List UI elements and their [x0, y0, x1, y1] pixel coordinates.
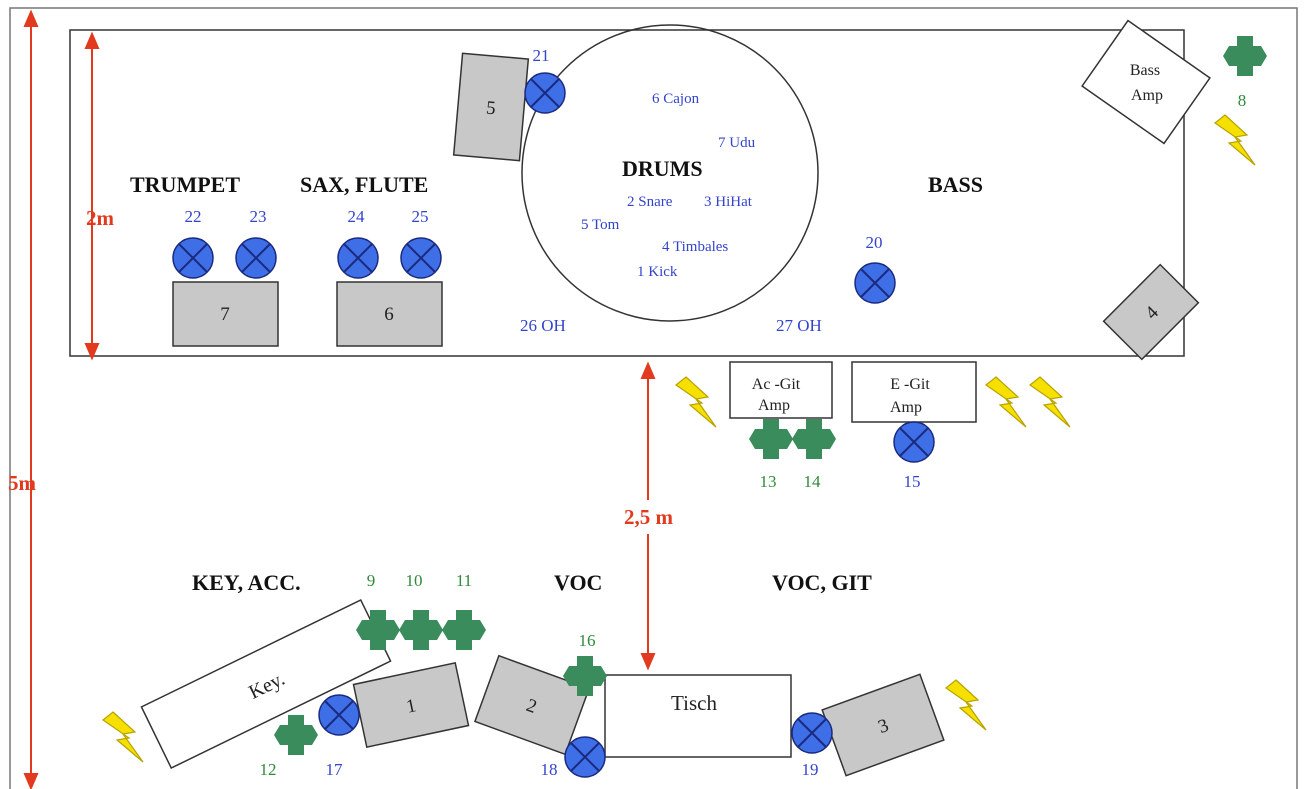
monitor-2: 2 — [473, 654, 591, 756]
bass-amp-label-2: Amp — [1131, 87, 1163, 104]
di-14: 14 — [792, 419, 836, 491]
section-voc-git: VOC, GIT — [772, 570, 872, 595]
drum-cajon: 6 Cajon — [652, 91, 700, 107]
monitor-1: 1 — [352, 661, 470, 749]
drum-overhead-left: 26 OH — [520, 316, 566, 335]
mic-23: 23 — [235, 207, 277, 279]
svg-text:20: 20 — [866, 233, 883, 252]
di-13: 13 — [749, 419, 793, 491]
drum-udu: 7 Udu — [718, 135, 756, 151]
di-11: 11 — [442, 571, 486, 650]
mic-24: 24 — [337, 207, 379, 279]
svg-text:9: 9 — [367, 571, 376, 590]
di-12: 12 — [260, 715, 318, 779]
drum-tom: 5 Tom — [581, 217, 620, 233]
mic-18: 18 — [541, 736, 606, 779]
svg-text:8: 8 — [1238, 91, 1247, 110]
svg-text:Amp: Amp — [890, 399, 922, 416]
mic-15: 15 — [893, 421, 935, 491]
monitor-4: 4 — [1102, 263, 1200, 361]
mic-17: 17 — [318, 694, 360, 779]
di-10: 10 — [399, 571, 443, 650]
svg-text:21: 21 — [533, 46, 550, 65]
bass-amp — [1081, 19, 1211, 145]
svg-text:22: 22 — [185, 207, 202, 226]
section-bass: BASS — [928, 172, 983, 197]
outer-frame — [9, 7, 1298, 789]
svg-text:16: 16 — [579, 631, 596, 650]
power-bolt-icon — [1214, 114, 1256, 166]
dimension-riser-label: 2m — [86, 206, 115, 230]
section-trumpet: TRUMPET — [130, 172, 240, 197]
svg-text:23: 23 — [250, 207, 267, 226]
svg-text:E -Git: E -Git — [890, 376, 930, 393]
drum-kick: 1 Kick — [637, 264, 678, 280]
mic-19: 19 — [791, 712, 833, 779]
table: Tisch — [604, 674, 792, 758]
drum-snare: 2 Snare — [627, 194, 673, 210]
svg-text:11: 11 — [456, 571, 472, 590]
monitor-5: 5 — [452, 52, 530, 162]
e-git-amp: E -Git Amp — [851, 361, 977, 423]
riser — [69, 29, 1185, 357]
svg-text:Amp: Amp — [758, 397, 790, 414]
section-key-acc: KEY, ACC. — [192, 570, 301, 595]
dimension-gap-label: 2,5 m — [624, 505, 674, 529]
mic-21: 21 — [524, 46, 566, 114]
di-16: 16 — [563, 631, 607, 696]
di-8: 8 — [1223, 36, 1267, 110]
svg-text:17: 17 — [326, 760, 344, 779]
monitor-3: 3 — [821, 673, 945, 777]
ac-git-amp: Ac -Git Amp — [729, 361, 833, 419]
svg-text:15: 15 — [904, 472, 921, 491]
section-voc: VOC — [554, 570, 602, 595]
mic-22: 22 — [172, 207, 214, 279]
svg-text:5: 5 — [485, 98, 496, 120]
svg-text:25: 25 — [412, 207, 429, 226]
power-bolt-icon — [945, 679, 987, 731]
svg-text:6: 6 — [384, 304, 394, 325]
section-sax-flute: SAX, FLUTE — [300, 172, 428, 197]
svg-text:24: 24 — [348, 207, 366, 226]
svg-text:1: 1 — [404, 695, 418, 718]
power-bolt-icon — [102, 711, 144, 763]
svg-text:7: 7 — [220, 304, 230, 325]
drum-hihat: 3 HiHat — [704, 194, 753, 210]
svg-text:19: 19 — [802, 760, 819, 779]
svg-text:Ac -Git: Ac -Git — [752, 376, 801, 393]
drum-circle — [521, 24, 819, 322]
dimension-total-label: 5m — [8, 471, 37, 495]
svg-text:13: 13 — [760, 472, 777, 491]
drum-overhead-right: 27 OH — [776, 316, 822, 335]
svg-text:18: 18 — [541, 760, 558, 779]
svg-text:10: 10 — [406, 571, 423, 590]
section-drums: DRUMS — [622, 156, 703, 181]
drum-timbales: 4 Timbales — [662, 239, 728, 255]
svg-text:Tisch: Tisch — [671, 691, 717, 715]
power-bolt-icon — [675, 376, 717, 428]
power-bolt-icon — [985, 376, 1027, 428]
svg-text:12: 12 — [260, 760, 277, 779]
monitor-6: 6 — [336, 281, 443, 347]
svg-text:14: 14 — [804, 472, 822, 491]
bass-amp-label-1: Bass — [1130, 62, 1160, 79]
power-bolt-icon — [1029, 376, 1071, 428]
mic-20: 20 — [854, 233, 896, 304]
monitor-7: 7 — [172, 281, 279, 347]
mic-25: 25 — [400, 207, 442, 279]
di-9: 9 — [356, 571, 400, 650]
